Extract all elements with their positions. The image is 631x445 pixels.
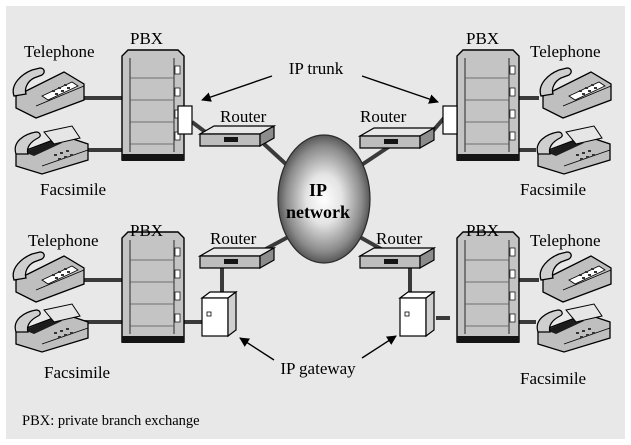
facsimile-label: Facsimile <box>520 180 586 199</box>
pbx-label: PBX <box>466 221 499 240</box>
pbx-label: PBX <box>466 29 499 48</box>
router-label: Router <box>210 229 257 248</box>
ip-gateway-icon <box>399 291 435 337</box>
footnote: PBX: private branch exchange <box>22 413 200 429</box>
ip-gateway-icon <box>201 291 237 337</box>
ip-gateway-arrows <box>239 335 397 361</box>
telephone-label: Telephone <box>530 231 601 250</box>
facsimile-label: Facsimile <box>40 180 106 199</box>
ip-network-cloud <box>277 134 371 264</box>
ip-trunk-label: IP trunk <box>289 59 344 78</box>
site-top-left: Telephone PBX Facsimile Router <box>12 29 275 199</box>
pbx-label: PBX <box>130 29 163 48</box>
router-icon <box>199 125 275 147</box>
pbx-icon <box>121 49 185 162</box>
pbx-icon <box>121 231 185 344</box>
router-icon <box>359 127 435 149</box>
telephone-label: Telephone <box>24 42 95 61</box>
ip-trunk-arrows <box>201 75 439 104</box>
network-label-line1: IP <box>309 180 327 200</box>
telephone-label: Telephone <box>530 42 601 61</box>
site-bottom-right: Telephone PBX Facsimile Router <box>359 221 612 388</box>
telephone-label: Telephone <box>28 231 99 250</box>
router-icon <box>199 247 275 269</box>
pbx-icon <box>456 231 520 344</box>
facsimile-label: Facsimile <box>520 369 586 388</box>
network-label-line2: network <box>286 202 350 222</box>
ip-trunk-card-icon <box>442 105 458 135</box>
pbx-icon <box>456 49 520 162</box>
router-label: Router <box>220 107 267 126</box>
site-bottom-left: Telephone PBX Facsimile Router <box>12 221 275 382</box>
router-label: Router <box>376 229 423 248</box>
pbx-label: PBX <box>130 221 163 240</box>
site-top-right: Telephone PBX Facsimile Router <box>359 29 612 199</box>
ip-trunk-card-icon <box>177 105 193 135</box>
facsimile-label: Facsimile <box>44 363 110 382</box>
router-icon <box>359 247 435 269</box>
ip-gateway-label: IP gateway <box>280 359 356 378</box>
router-label: Router <box>360 107 407 126</box>
